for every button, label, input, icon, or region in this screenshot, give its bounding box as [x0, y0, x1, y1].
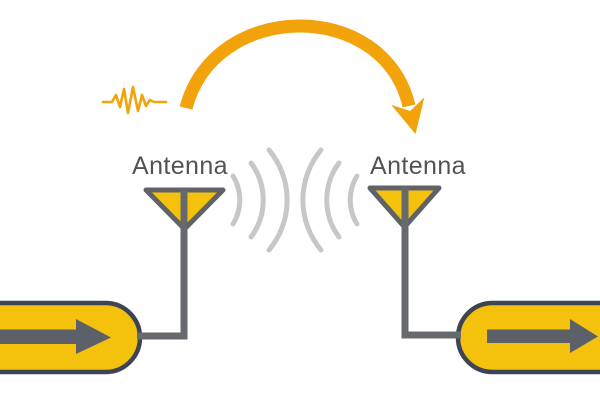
left-antenna-symbol: [137, 187, 226, 340]
wave-arc-left-small: [230, 173, 243, 227]
left-device: [0, 300, 143, 375]
right-device: [455, 300, 600, 375]
wave-arc-left-large: [266, 147, 290, 253]
left-antenna-mast: [137, 189, 188, 340]
wave-arc-right-small: [347, 173, 360, 227]
curved-arrow-icon: [179, 19, 425, 135]
right-antenna-mast: [401, 187, 461, 339]
wave-arc-right-mid: [324, 160, 342, 240]
waveform-burst-icon: [101, 85, 168, 115]
right-arrow-icon: [0, 319, 111, 354]
wave-arc-right-large: [300, 147, 324, 253]
right-antenna-label: Antenna: [370, 152, 466, 180]
right-antenna-symbol: [367, 185, 461, 339]
left-antenna-label: Antenna: [132, 152, 228, 180]
signal-waves-icon: [230, 147, 360, 253]
right-arrow-icon: [487, 319, 598, 353]
wave-arc-left-mid: [248, 160, 266, 240]
